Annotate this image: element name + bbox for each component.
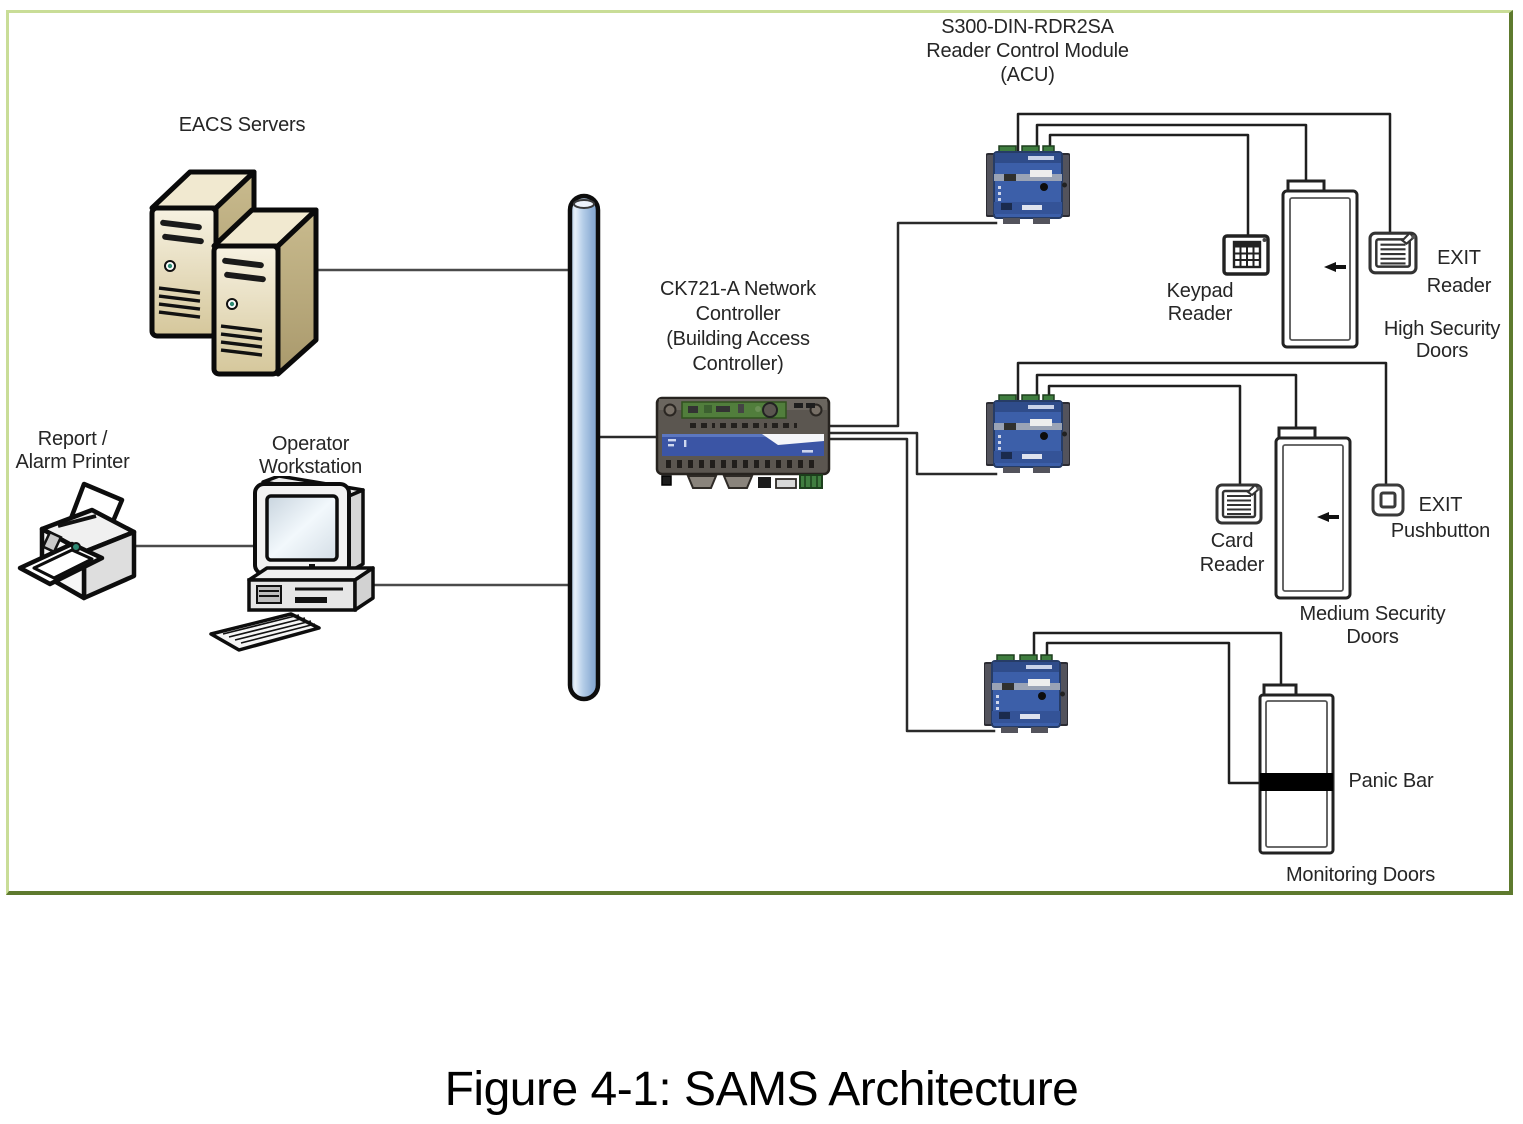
monitoring-doors-label: Monitoring Doors xyxy=(1285,864,1436,886)
workstation-icon xyxy=(209,476,375,652)
keypad-reader-icon xyxy=(1222,234,1270,276)
wire-controller-to-acu2 xyxy=(824,431,998,476)
acu-module-3 xyxy=(984,654,1068,734)
wire-acu2-to-card-reader xyxy=(1047,384,1242,487)
wire-controller-to-acu1 xyxy=(824,221,998,428)
panic-bar xyxy=(1260,773,1333,791)
network-controller-device xyxy=(655,396,831,489)
figure-caption: Figure 4-1: SAMS Architecture xyxy=(444,1063,1079,1116)
wire-acu3-to-panic-bar xyxy=(1045,641,1265,785)
card-reader-label: Card Reader xyxy=(1199,530,1265,576)
panic-bar-label: Panic Bar xyxy=(1348,770,1434,792)
medium-security-doors-label: Medium Security Doors xyxy=(1299,603,1446,648)
bus-bar xyxy=(567,193,601,702)
exit-pushbutton-label: EXIT Pushbutton xyxy=(1390,494,1491,542)
acu-module-2 xyxy=(986,394,1070,474)
door-handle-icon xyxy=(1324,262,1346,272)
wire-acu2-to-exit-pushbutton xyxy=(1016,361,1388,488)
high-security-doors-label: High Security Doors xyxy=(1383,318,1501,362)
door-high-security xyxy=(1281,179,1359,349)
door-monitoring xyxy=(1258,683,1335,855)
keypad-reader-label: Keypad Reader xyxy=(1166,280,1234,325)
door-medium-security xyxy=(1274,426,1352,600)
exit-reader-label: EXIT Reader xyxy=(1426,247,1492,297)
wire-controller-to-acu3 xyxy=(824,437,996,733)
printer-icon xyxy=(17,481,137,601)
exit-pushbutton-icon xyxy=(1371,483,1405,517)
operator-workstation-label: Operator Workstation xyxy=(258,433,363,478)
acu-module-label: S300-DIN-RDR2SA Reader Control Module (A… xyxy=(926,16,1129,86)
card-reader-icon xyxy=(1215,483,1263,525)
report-alarm-printer-label: Report / Alarm Printer xyxy=(15,428,130,473)
wire-acu1-to-exit-reader xyxy=(1016,112,1392,235)
server-towers-icon xyxy=(146,158,336,378)
door-handle-icon xyxy=(1317,512,1339,522)
eacs-servers-label: EACS Servers xyxy=(178,114,306,136)
wire-acu2-to-medium-security-door xyxy=(1035,373,1298,432)
wire-acu1-to-keypad-reader xyxy=(1048,133,1250,238)
acu-module-1 xyxy=(986,145,1070,225)
wire-acu3-to-monitoring-door xyxy=(1032,631,1283,690)
network-controller-label: CK721-A Network Controller (Building Acc… xyxy=(660,278,816,375)
wire-acu1-to-high-security-door xyxy=(1035,123,1308,186)
